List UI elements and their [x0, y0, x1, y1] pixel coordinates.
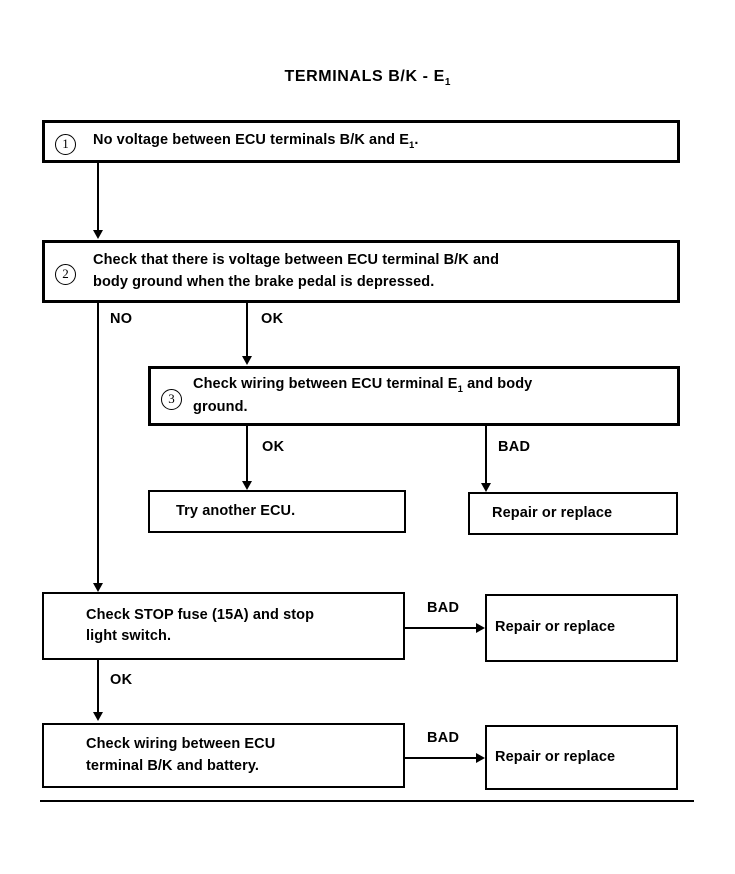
- edge-label-step2-no: NO: [110, 311, 133, 327]
- step-number-1: 1: [55, 134, 76, 155]
- arrowhead-step3-ok: [242, 481, 252, 490]
- node-check-stop-fuse[interactable]: Check STOP fuse (15A) and stop light swit…: [42, 592, 405, 660]
- node-check-stop-fuse-line2: light switch.: [86, 628, 172, 644]
- footer-divider: [40, 800, 694, 802]
- step-number-2: 2: [55, 264, 76, 285]
- arrowhead-step1-to-step2: [93, 230, 103, 239]
- node-check-stop-fuse-line1: Check STOP fuse (15A) and stop: [86, 606, 315, 623]
- connector-step2-no: [97, 303, 99, 588]
- connector-step1-to-step2: [97, 163, 99, 231]
- node-repair-replace-3-text: Repair or replace: [495, 748, 616, 765]
- node-step2-text: Check that there is voltage between ECU …: [93, 250, 499, 292]
- edge-label-step2-ok: OK: [261, 311, 284, 327]
- node-step1-text: No voltage between ECU terminals B/K and…: [93, 130, 419, 153]
- arrowhead-step3-bad: [481, 483, 491, 492]
- connector-fuse-ok: [97, 660, 99, 715]
- node-check-wiring-battery-line2: terminal B/K and battery.: [86, 757, 260, 774]
- arrowhead-fuse-bad: [476, 623, 485, 633]
- page-title-main: TERMINALS B/K - E: [284, 68, 445, 85]
- node-try-another-ecu-text: Try another ECU.: [176, 502, 296, 519]
- step-number-3: 3: [161, 389, 182, 410]
- arrowhead-step2-no: [93, 583, 103, 592]
- edge-label-step3-ok: OK: [262, 439, 285, 455]
- node-step3-line1-tail: and body: [462, 376, 533, 393]
- node-step1-text-main: No voltage between ECU terminals B/K and…: [93, 132, 410, 149]
- page-title-subscript: 1: [444, 77, 451, 89]
- node-repair-replace-2[interactable]: Repair or replace: [485, 594, 678, 662]
- page-title: TERMINALS B/K - E1: [0, 68, 735, 88]
- edge-label-wiring-bad: BAD: [427, 730, 460, 746]
- node-repair-replace-2-text: Repair or replace: [495, 619, 616, 636]
- node-step1-text-subscript: 1: [409, 140, 415, 152]
- node-step3-line1-subscript: 1: [457, 384, 463, 396]
- node-check-wiring-battery-line1: Check wiring between ECU: [86, 736, 276, 753]
- node-step1[interactable]: 1 No voltage between ECU terminals B/K a…: [42, 120, 680, 163]
- edge-label-fuse-ok: OK: [110, 672, 133, 688]
- node-repair-replace-1-text: Repair or replace: [492, 504, 613, 521]
- node-step2-line1: Check that there is voltage between ECU …: [93, 252, 500, 269]
- connector-step3-bad: [485, 426, 487, 486]
- connector-fuse-bad: [405, 627, 477, 629]
- node-repair-replace-1[interactable]: Repair or replace: [468, 492, 678, 535]
- edge-label-step3-bad: BAD: [498, 439, 531, 455]
- connector-step3-ok: [246, 426, 248, 484]
- node-repair-replace-3[interactable]: Repair or replace: [485, 725, 678, 790]
- node-step3-line1-main: Check wiring between ECU terminal E: [193, 376, 458, 393]
- node-step1-text-tail: .: [414, 132, 419, 149]
- node-step3[interactable]: 3 Check wiring between ECU terminal E1 a…: [148, 366, 680, 426]
- edge-label-fuse-bad: BAD: [427, 600, 460, 616]
- node-step2[interactable]: 2 Check that there is voltage between EC…: [42, 240, 680, 303]
- arrowhead-wiring-bad: [476, 753, 485, 763]
- arrowhead-step2-ok: [242, 356, 252, 365]
- node-check-wiring-battery-text: Check wiring between ECU terminal B/K and…: [86, 734, 275, 776]
- node-step3-text: Check wiring between ECU terminal E1 and…: [193, 374, 532, 418]
- node-step2-line2: body ground when the brake pedal is depr…: [93, 273, 435, 290]
- node-try-another-ecu[interactable]: Try another ECU.: [148, 490, 406, 533]
- node-check-stop-fuse-text: Check STOP fuse (15A) and stop light swit…: [86, 605, 314, 647]
- connector-wiring-bad: [405, 757, 477, 759]
- arrowhead-fuse-ok: [93, 712, 103, 721]
- node-check-wiring-battery[interactable]: Check wiring between ECU terminal B/K and…: [42, 723, 405, 788]
- node-step3-line2: ground.: [193, 398, 248, 415]
- connector-step2-ok: [246, 303, 248, 358]
